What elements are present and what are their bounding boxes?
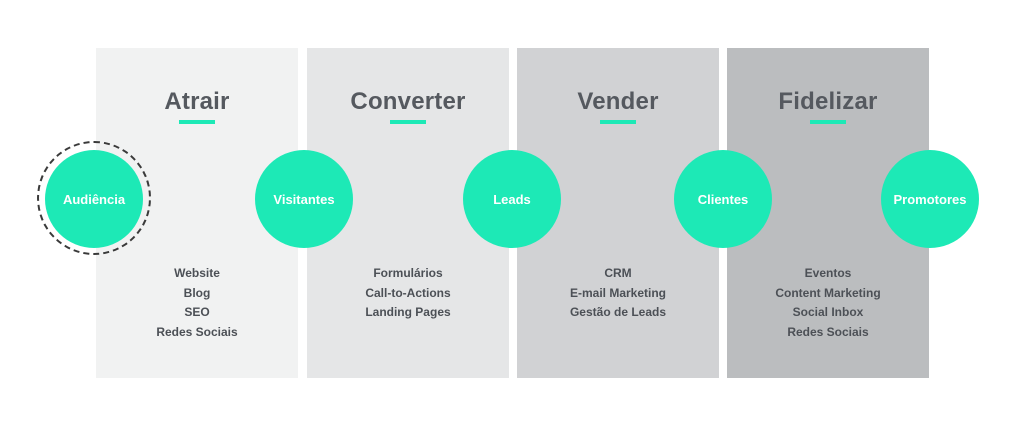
node-clientes: Clientes [674,150,772,248]
audience-dashed-ring [37,141,151,255]
tool-item: Gestão de Leads [569,305,667,319]
stage-tools-list: Formulários Call-to-Actions Landing Page… [307,264,509,323]
node-audiencia: Audiência [45,150,143,248]
tool-item: SEO [184,305,210,319]
stage-accent-bar [810,120,846,124]
stage-title: Atrair [164,88,230,115]
node-leads: Leads [463,150,561,248]
tool-item: Social Inbox [792,305,864,319]
tool-item: Landing Pages [365,305,451,319]
stage-tools-list: Website Blog SEO Redes Sociais [96,264,298,342]
stage-tools-list: Eventos Content Marketing Social Inbox R… [727,264,929,342]
stage-accent-bar [179,120,215,124]
tool-item: E-mail Marketing [569,285,667,300]
tool-item: Website [174,266,220,280]
tool-item: Call-to-Actions [365,285,451,300]
tool-item: Redes Sociais [156,324,238,339]
tool-item: Redes Sociais [787,324,869,339]
stage-accent-bar [390,120,426,124]
stage-title: Vender [577,88,659,115]
stage-tools-list: CRM E-mail Marketing Gestão de Leads [517,264,719,323]
tool-item: Content Marketing [775,285,881,300]
tool-item: Formulários [373,266,443,280]
tool-item: Eventos [804,266,852,280]
tool-item: CRM [604,266,632,280]
tool-item: Blog [183,285,211,300]
stage-accent-bar [600,120,636,124]
node-promotores: Promotores [881,150,979,248]
node-visitantes: Visitantes [255,150,353,248]
stage-title: Converter [350,88,466,115]
stage-title: Fidelizar [778,88,878,115]
